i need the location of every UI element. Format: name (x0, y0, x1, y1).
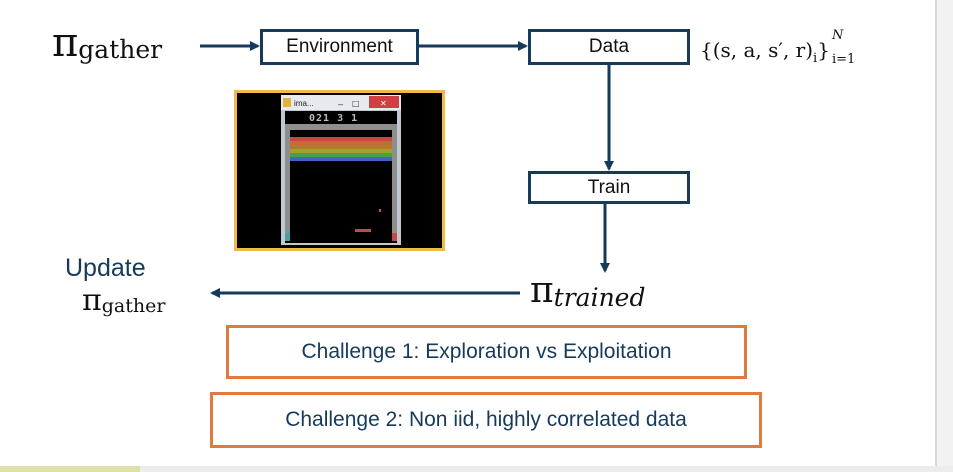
environment-box: Environment (260, 29, 419, 65)
brick-row (290, 157, 392, 161)
brick-row (290, 137, 392, 141)
update-pi-label: πgather (82, 283, 165, 318)
game-screenshot: ima... – □ ✕ 021 3 1 (234, 90, 445, 251)
dataset-formula: {(s, a, s′, r)i} N i=1 (700, 28, 872, 67)
challenge-1-text: Challenge 1: Exploration vs Exploitation (301, 340, 672, 363)
breakout-game-image: ima... – □ ✕ 021 3 1 (237, 93, 442, 248)
app-icon (283, 98, 291, 107)
game-window-title: ima... (294, 99, 314, 108)
challenge-2-text: Challenge 2: Non iid, highly correlated … (285, 408, 687, 431)
brick-row (290, 153, 392, 157)
slide-bottom-edge (0, 466, 953, 472)
brick-row (290, 149, 392, 153)
slide-right-edge (935, 0, 953, 472)
pi-trained-symbol: π (530, 270, 554, 311)
pi-trained-label: πtrained (530, 270, 646, 312)
pi-gather-label: πgather (52, 20, 162, 66)
pi-gather-symbol: π (52, 20, 79, 66)
dataset-formula-inner-sub: i (813, 51, 818, 66)
challenge-1-box: Challenge 1: Exploration vs Exploitation (226, 325, 747, 379)
close-button (369, 96, 399, 108)
brick-row (290, 141, 392, 145)
update-label: Update (65, 254, 146, 282)
maximize-icon: □ (352, 99, 360, 108)
close-icon: ✕ (380, 99, 387, 108)
train-box: Train (528, 171, 690, 204)
pi-trained-subscript: trained (553, 283, 646, 312)
dataset-formula-close: } (817, 38, 830, 62)
pi-gather-subscript: gather (78, 35, 163, 64)
brick-rows (290, 137, 392, 161)
data-label: Data (588, 36, 630, 57)
game-score: 021 3 1 (309, 113, 358, 124)
update-pi-symbol: π (82, 283, 102, 318)
environment-label: Environment (286, 36, 393, 57)
train-label: Train (587, 176, 631, 198)
dataset-formula-sup: N (831, 27, 844, 43)
paddle (355, 229, 371, 232)
minimize-icon: – (338, 99, 343, 109)
dataset-formula-main: {(s, a, s′, r) (700, 38, 814, 62)
challenge-2-box: Challenge 2: Non iid, highly correlated … (210, 392, 762, 448)
update-pi-subscript: gather (101, 295, 166, 317)
dataset-formula-sub: i=1 (831, 51, 856, 67)
data-box: Data (528, 29, 690, 65)
brick-row (290, 145, 392, 149)
slide-bottom-accent (0, 466, 140, 472)
ball (379, 209, 381, 212)
